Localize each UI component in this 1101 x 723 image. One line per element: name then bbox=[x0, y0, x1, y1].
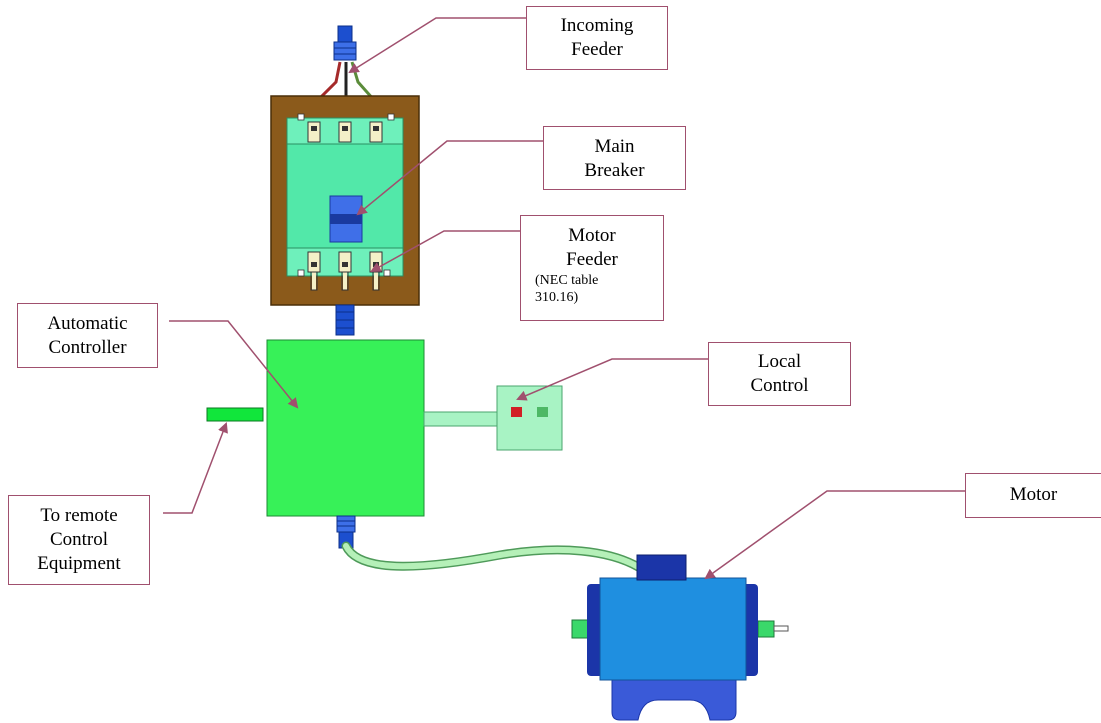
local-control-line-1: Local bbox=[757, 351, 802, 372]
controller-motor-conduit bbox=[336, 515, 356, 549]
incoming-feeder-line-1: Incoming bbox=[560, 15, 634, 36]
local-control-conduit bbox=[423, 411, 499, 427]
motor-feeder-line-2: Feeder bbox=[566, 249, 618, 270]
remote-control-line-1: To remote bbox=[40, 505, 118, 526]
automatic-controller-label: Automatic Controller bbox=[17, 303, 158, 368]
motor-line-1: Motor bbox=[1009, 484, 1058, 505]
local-control-station bbox=[496, 385, 563, 451]
main-breaker-line-1: Main bbox=[594, 136, 635, 157]
motor-feeder-note-line-1: (NEC table bbox=[535, 273, 599, 288]
local-control-line-2: Control bbox=[750, 375, 809, 396]
start-button bbox=[537, 407, 548, 417]
motor-cable bbox=[341, 541, 645, 573]
incoming-conduit bbox=[333, 25, 357, 61]
automatic-controller-line-1: Automatic bbox=[47, 313, 128, 334]
automatic-controller-line-2: Controller bbox=[48, 337, 127, 358]
motor-label: Motor bbox=[965, 473, 1101, 518]
callout-arrows bbox=[163, 17, 965, 580]
remote-control-line-2: Control bbox=[49, 529, 109, 550]
automatic-controller-box bbox=[266, 339, 425, 517]
motor-feeder-line-1: Motor bbox=[568, 225, 616, 246]
remote-control-label: To remote Control Equipment bbox=[8, 495, 150, 585]
remote-control-line-3: Equipment bbox=[37, 553, 121, 574]
local-control-label: Local Control bbox=[708, 342, 851, 406]
breaker-controller-conduit bbox=[335, 304, 355, 336]
remote-control-connector bbox=[206, 407, 264, 422]
main-breaker-line-2: Breaker bbox=[584, 160, 645, 181]
motor-feeder-note-line-2: 310.16) bbox=[535, 290, 579, 305]
incoming-feeder-line-2: Feeder bbox=[571, 39, 623, 60]
main-breaker-label: Main Breaker bbox=[543, 126, 686, 190]
motor bbox=[571, 554, 789, 721]
stop-button bbox=[511, 407, 522, 417]
breaker-handle bbox=[329, 195, 363, 243]
motor-feeder-label: Motor Feeder (NEC table 310.16) bbox=[520, 215, 664, 321]
incoming-feeder-label: Incoming Feeder bbox=[526, 6, 668, 70]
